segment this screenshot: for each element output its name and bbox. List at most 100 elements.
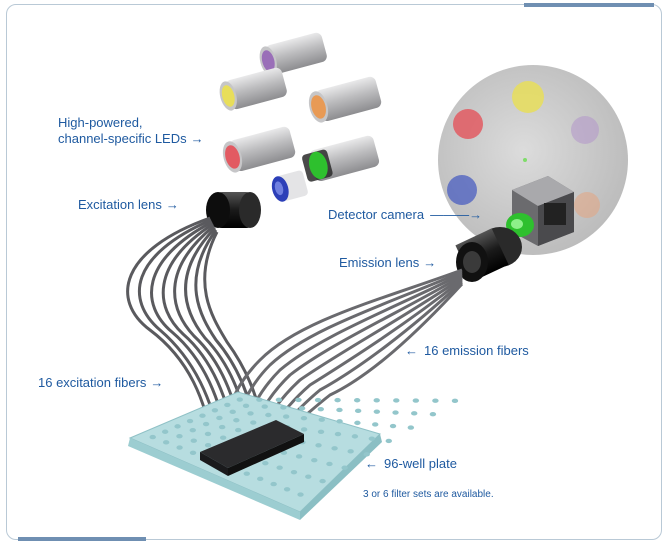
well (351, 434, 359, 439)
well-plate-label: ←96-well plate (365, 456, 457, 472)
well (224, 402, 231, 408)
well (432, 398, 439, 403)
arrow-right-icon: ———→ (430, 207, 483, 222)
well-plate-text: 96-well plate (384, 456, 457, 471)
well (385, 438, 392, 444)
excitation-fibers-label: 16 excitation fibers→ (38, 375, 163, 391)
well (276, 465, 283, 470)
well (161, 429, 169, 434)
well (298, 406, 306, 411)
well (354, 408, 362, 414)
well (295, 454, 303, 459)
well (189, 450, 197, 455)
well (218, 424, 226, 430)
well (229, 409, 236, 415)
emission-fibers-text: 16 emission fibers (424, 343, 529, 358)
well (243, 471, 250, 476)
detector-camera-label: Detector camera ———→ (328, 207, 482, 223)
excitation-fibers-text: 16 excitation fibers (38, 375, 147, 390)
well (199, 413, 206, 418)
leds-label-line2: channel-specific LEDs (58, 131, 187, 146)
emission-lens-text: Emission lens (339, 255, 420, 270)
frame-accent-top (524, 3, 654, 7)
well (189, 427, 196, 433)
detector-camera (506, 176, 574, 246)
well (270, 481, 277, 487)
well (186, 418, 194, 424)
well (319, 478, 326, 484)
well (257, 476, 264, 482)
led-array (219, 32, 382, 202)
well (353, 398, 361, 403)
well (300, 427, 308, 432)
well (219, 435, 227, 440)
arrow-right-icon: → (165, 197, 179, 212)
arrow-right-icon: → (150, 375, 164, 390)
well (295, 397, 302, 403)
well (347, 449, 354, 454)
fiber-connector (200, 420, 304, 476)
well (429, 412, 437, 417)
well-plate (128, 391, 459, 520)
well (235, 427, 242, 433)
well (176, 434, 183, 439)
arrow-right-icon: → (423, 255, 437, 270)
well (334, 397, 341, 403)
well (451, 398, 459, 404)
well (204, 431, 212, 437)
well (368, 436, 376, 441)
well (242, 403, 250, 408)
well (265, 412, 272, 418)
well (300, 415, 308, 421)
well (297, 492, 304, 497)
well (318, 417, 325, 422)
well (373, 409, 381, 414)
excitation-lens-label: Excitation lens→ (78, 197, 179, 213)
well (314, 397, 322, 403)
leds-label-line1: High-powered, (58, 115, 143, 130)
emission-lens (455, 227, 522, 282)
frame-accent-bottom (18, 537, 146, 541)
well (236, 397, 243, 402)
well (354, 420, 361, 426)
well (250, 420, 257, 425)
well (336, 419, 343, 424)
filter-wheel (438, 65, 628, 255)
well (176, 445, 183, 450)
well (247, 411, 254, 416)
well (174, 424, 181, 429)
well (211, 408, 219, 413)
leds-label: High-powered, channel-specific LEDs→ (58, 115, 204, 147)
well (326, 461, 333, 467)
well (261, 404, 268, 409)
well (407, 425, 415, 430)
well (363, 452, 370, 457)
well (149, 434, 156, 440)
excitation-lens-text: Excitation lens (78, 197, 162, 212)
well (280, 405, 287, 410)
arrow-left-icon: ← (405, 343, 418, 358)
detector-camera-text: Detector camera (328, 207, 425, 222)
well (317, 406, 324, 412)
well (393, 398, 400, 403)
well (334, 431, 342, 437)
well (204, 443, 212, 448)
arrow-right-icon: → (190, 131, 204, 146)
well (373, 398, 380, 403)
well (336, 407, 343, 413)
well (162, 440, 170, 445)
well (412, 398, 420, 403)
well (341, 465, 348, 470)
well (311, 458, 318, 463)
well (256, 397, 263, 402)
well (190, 438, 197, 443)
well (275, 397, 283, 402)
well (389, 423, 397, 429)
well (372, 422, 379, 427)
well (202, 421, 210, 427)
well (233, 418, 240, 423)
emission-fibers-label: ← 16 emission fibers (405, 343, 529, 359)
well (216, 415, 223, 421)
well (282, 414, 290, 419)
